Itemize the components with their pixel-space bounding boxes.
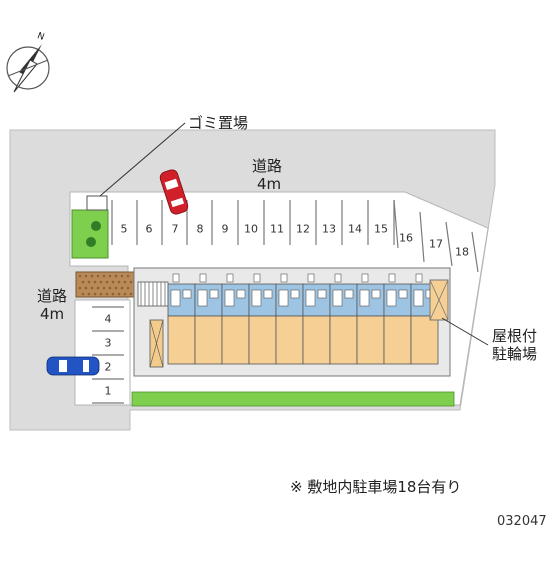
space-line <box>471 231 479 273</box>
unit-meter <box>307 273 315 283</box>
unit-toilet <box>317 289 327 299</box>
unit-toilet <box>263 289 273 299</box>
garbage-box <box>86 195 108 211</box>
parking-space-number: 13 <box>322 222 336 236</box>
parking-space-number: 5 <box>120 222 128 236</box>
unit-meter <box>388 273 396 283</box>
unit-bath <box>278 289 289 307</box>
garbage-leader <box>99 122 186 197</box>
unit-orange <box>302 315 331 365</box>
parking-space-number: 9 <box>221 222 229 236</box>
bike-parking-label-2: 駐輪場 <box>492 345 538 363</box>
parking-space-number: 3 <box>104 336 112 350</box>
unit-meter <box>172 273 180 283</box>
space-line <box>445 221 453 267</box>
bike-parking-label-1: 屋根付 <box>492 327 538 345</box>
left-parking-lot <box>74 299 131 406</box>
unit-orange <box>167 315 196 365</box>
parking-space-number: 14 <box>348 222 362 236</box>
parking-space-number: 10 <box>244 222 258 236</box>
parking-space-number: 7 <box>171 222 179 236</box>
parking-space-number: 15 <box>374 222 388 236</box>
unit-toilet <box>398 289 408 299</box>
stair-steps <box>140 282 166 306</box>
parking-space-number: 16 <box>399 231 413 245</box>
unit-meter <box>280 273 288 283</box>
parking-space-number: 11 <box>270 222 284 236</box>
storage-hatch <box>149 319 164 368</box>
road-top-name: 道路 <box>252 157 283 175</box>
unit-orange <box>356 315 385 365</box>
unit-orange <box>383 315 412 365</box>
unit-meter <box>226 273 234 283</box>
unit-meter <box>334 273 342 283</box>
unit-bath <box>413 289 424 307</box>
unit-orange <box>410 315 439 365</box>
garbage-label: ゴミ置場 <box>188 114 249 132</box>
unit-bath <box>386 289 397 307</box>
unit-toilet <box>371 289 381 299</box>
unit-meter <box>415 273 423 283</box>
parking-space-number: 1 <box>104 384 112 398</box>
unit-bath <box>359 289 370 307</box>
parking-space-number: 4 <box>104 312 112 326</box>
bike-leader <box>441 317 489 346</box>
space-line <box>393 199 399 249</box>
red-car <box>159 169 189 215</box>
parking-space-number: 6 <box>145 222 153 236</box>
bike-cross <box>429 279 449 321</box>
green-strip <box>131 391 455 407</box>
garbage-area <box>71 209 109 259</box>
unit-bath <box>224 289 235 307</box>
parking-note: ※ 敷地内駐車場18台有り <box>290 478 462 496</box>
road-left-width: 4m <box>40 305 65 323</box>
unit-orange <box>329 315 358 365</box>
unit-bath <box>197 289 208 307</box>
unit-orange <box>275 315 304 365</box>
space-line <box>419 211 425 263</box>
unit-toilet <box>344 289 354 299</box>
unit-toilet <box>290 289 300 299</box>
parking-space-number: 18 <box>455 245 469 259</box>
parking-space-number: 12 <box>296 222 310 236</box>
property-code: 032047 <box>497 514 547 529</box>
planter-pattern <box>78 274 133 296</box>
unit-bath <box>170 289 181 307</box>
parking-space-number: 2 <box>104 360 112 374</box>
unit-orange <box>248 315 277 365</box>
unit-toilet <box>182 289 192 299</box>
top-parking-lines <box>111 199 479 273</box>
compass-icon <box>6 44 50 93</box>
unit-toilet <box>236 289 246 299</box>
unit-orange <box>194 315 223 365</box>
road-left-name: 道路 <box>37 287 68 305</box>
unit-meter <box>253 273 261 283</box>
shrub <box>91 221 101 231</box>
blue-car <box>46 356 100 376</box>
parking-space-number: 17 <box>429 237 443 251</box>
unit-meter <box>199 273 207 283</box>
parking-space-number: 8 <box>196 222 204 236</box>
unit-bath <box>332 289 343 307</box>
left-parking-lines <box>92 306 124 404</box>
unit-meter <box>361 273 369 283</box>
unit-bath <box>251 289 262 307</box>
apartment-units <box>167 273 439 365</box>
unit-orange <box>221 315 250 365</box>
shrub <box>86 237 96 247</box>
unit-toilet <box>209 289 219 299</box>
road-top-width: 4m <box>257 175 282 193</box>
unit-bath <box>305 289 316 307</box>
